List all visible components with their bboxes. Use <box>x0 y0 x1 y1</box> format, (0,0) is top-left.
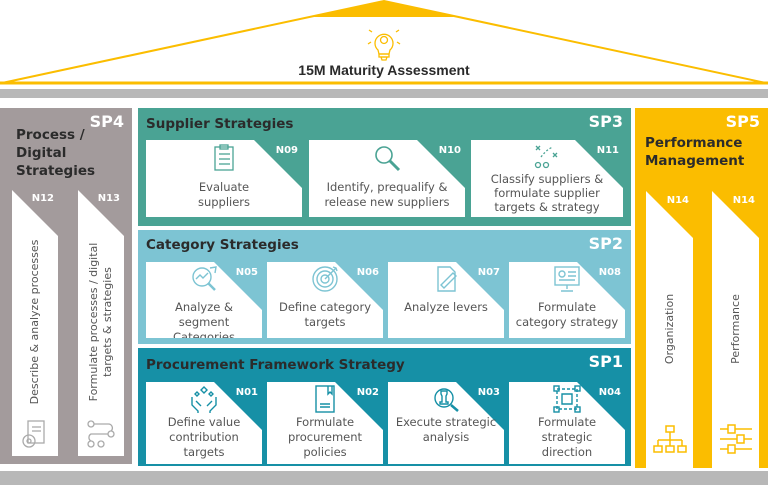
card-id: N11 <box>596 145 619 156</box>
card-n14-performance[interactable]: N14 Performance <box>712 190 759 468</box>
card-label: Formulate processes / digital targets & … <box>87 242 114 402</box>
card-n11[interactable]: N11 Classify suppliers & formulate suppl… <box>471 140 623 217</box>
card-id: N09 <box>275 145 298 156</box>
document-gear-icon <box>22 420 45 448</box>
card-label: Analyze levers <box>404 300 488 314</box>
panel-title: Supplier Strategies <box>146 116 294 132</box>
card-label: Formulate category strategy <box>515 300 619 329</box>
card-id: N13 <box>97 193 120 204</box>
card-id: N03 <box>477 387 500 398</box>
card-id: N02 <box>356 387 379 398</box>
panel-code: SP3 <box>588 112 623 131</box>
sliders-icon <box>719 424 752 454</box>
card-n02[interactable]: N02 Formulate procurement policies <box>267 382 383 464</box>
panel-title: Process / Digital Strategies <box>16 127 96 179</box>
chart-magnifier-icon <box>192 266 217 291</box>
org-chart-icon <box>652 425 687 453</box>
target-icon <box>312 266 338 292</box>
divider-bar-bottom <box>0 471 768 485</box>
panel-code: SP2 <box>588 234 623 253</box>
card-label: Performance <box>728 294 742 364</box>
card-id: N08 <box>598 267 621 278</box>
card-label: Classify suppliers & formulate supplier … <box>490 172 604 214</box>
card-id: N06 <box>356 267 379 278</box>
card-n06[interactable]: N06 Define category targets <box>267 262 383 338</box>
roof-triangle <box>0 0 768 85</box>
process-flow-icon <box>87 420 115 448</box>
panel-code: SP5 <box>725 112 760 131</box>
card-label: Formulate procurement policies <box>287 415 363 459</box>
roof-title: 15M Maturity Assessment <box>298 62 470 78</box>
card-id: N05 <box>235 267 258 278</box>
card-n14-organization[interactable]: N14 Organization <box>646 190 693 468</box>
card-label: Execute strategic analysis <box>395 415 497 444</box>
card-n10[interactable]: N10 Identify, prequalify & release new s… <box>309 140 465 217</box>
panel-sp5: SP5 Performance Management N14 Organizat… <box>635 108 768 468</box>
book-icon <box>315 385 335 413</box>
clipboard-checklist-icon <box>214 144 234 171</box>
panel-title: Category Strategies <box>146 237 299 253</box>
card-id: N14 <box>732 195 755 206</box>
chess-magnifier-icon <box>434 388 459 412</box>
magnifier-icon <box>375 146 401 172</box>
card-label: Describe & analyze processes <box>28 239 41 405</box>
panel-code: SP1 <box>588 352 623 371</box>
strategy-play-icon <box>534 145 558 169</box>
card-id: N01 <box>235 387 258 398</box>
panel-title: Performance Management <box>645 135 745 169</box>
divider-bar-top <box>0 89 768 98</box>
lightbulb-gear-icon <box>367 29 401 61</box>
card-n05[interactable]: N05 Analyze & segment Categories <box>146 262 262 338</box>
card-n08[interactable]: N08 Formulate category strategy <box>509 262 625 338</box>
card-n13[interactable]: N13 Formulate processes / digital target… <box>78 188 124 456</box>
panel-sp1: SP1 Procurement Framework Strategy N01 D… <box>138 348 631 466</box>
card-label: Analyze & segment Categories <box>173 300 235 338</box>
card-label: Evaluate suppliers <box>197 180 251 209</box>
card-label: Define category targets <box>278 300 372 329</box>
card-n03[interactable]: N03 Execute strategic analysis <box>388 382 504 464</box>
card-id: N04 <box>598 387 621 398</box>
puzzle-icon <box>553 385 581 413</box>
card-id: N14 <box>666 195 689 206</box>
panel-title: Procurement Framework Strategy <box>146 357 405 373</box>
card-label: Identify, prequalify & release new suppl… <box>324 180 450 209</box>
card-label: Define value contribution targets <box>167 415 241 459</box>
document-pencil-icon <box>437 266 457 292</box>
panel-code: SP4 <box>89 112 124 131</box>
card-n09[interactable]: N09 Evaluate suppliers <box>146 140 302 217</box>
card-id: N10 <box>438 145 461 156</box>
monitor-dashboard-icon <box>554 266 580 292</box>
panel-sp3: SP3 Supplier Strategies N09 Evaluate sup… <box>138 108 631 226</box>
card-label: Formulate strategic direction <box>537 415 597 459</box>
hands-diamonds-icon <box>191 386 217 413</box>
card-n07[interactable]: N07 Analyze levers <box>388 262 504 338</box>
card-n01[interactable]: N01 Define value contribution targets <box>146 382 262 464</box>
card-id: N12 <box>31 193 54 204</box>
panel-sp4: SP4 Process / Digital Strategies N12 Des… <box>0 108 132 464</box>
panel-sp2: SP2 Category Strategies N05 Analyze & se… <box>138 230 631 344</box>
card-id: N07 <box>477 267 500 278</box>
card-n04[interactable]: N04 Formulate strategic direction <box>509 382 625 464</box>
card-n12[interactable]: N12 Describe & analyze processes <box>12 188 58 456</box>
card-label: Organization <box>662 293 676 365</box>
